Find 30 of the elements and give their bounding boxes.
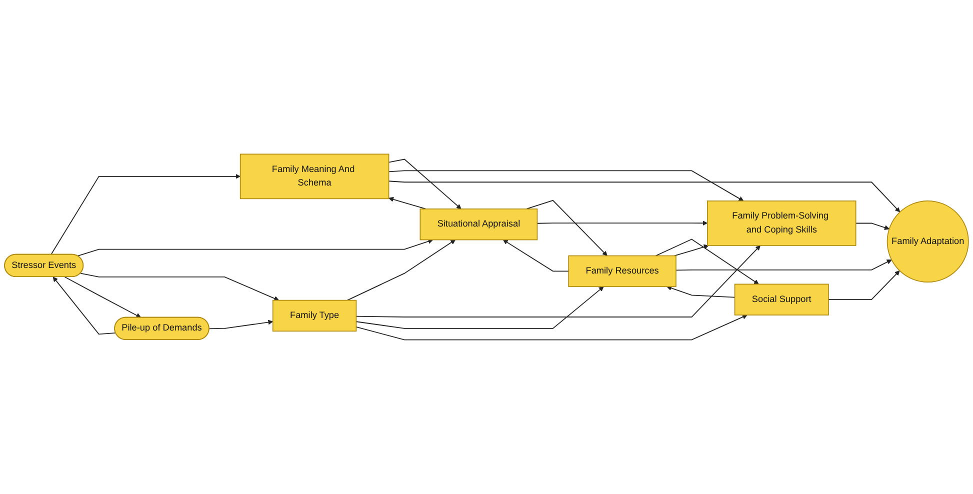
arrow: [50, 174, 241, 256]
arrow: [356, 314, 748, 340]
arrow: [676, 260, 892, 271]
arrow: [64, 276, 142, 318]
arrow: [526, 200, 608, 256]
node-box: Family Type: [272, 300, 357, 332]
arrow: [828, 270, 900, 300]
arrow: [655, 238, 759, 284]
arrow: [77, 238, 434, 256]
arrow: [356, 245, 760, 318]
arrow: [52, 276, 116, 335]
arrow: [388, 170, 744, 202]
node-box: Family Resources: [568, 255, 676, 288]
node-box: Social Support: [734, 284, 829, 316]
arrow: [855, 222, 890, 230]
arrow: [674, 244, 709, 256]
arrow: [666, 286, 736, 298]
node-box: Situational Appraisal: [420, 208, 538, 240]
node-box: Family Meaning And Schema: [240, 154, 390, 200]
arrow: [388, 196, 426, 210]
node-circle: Family Adaptation: [886, 200, 969, 283]
arrow: [388, 158, 462, 210]
node-box: Family Problem-Solving and Coping Skills: [706, 200, 856, 246]
arrow: [208, 320, 274, 330]
arrow: [388, 180, 900, 212]
arrow: [346, 240, 456, 301]
arrow: [80, 272, 280, 301]
arrow: [536, 220, 708, 226]
arrow: [356, 286, 604, 329]
arrow: [502, 240, 570, 272]
